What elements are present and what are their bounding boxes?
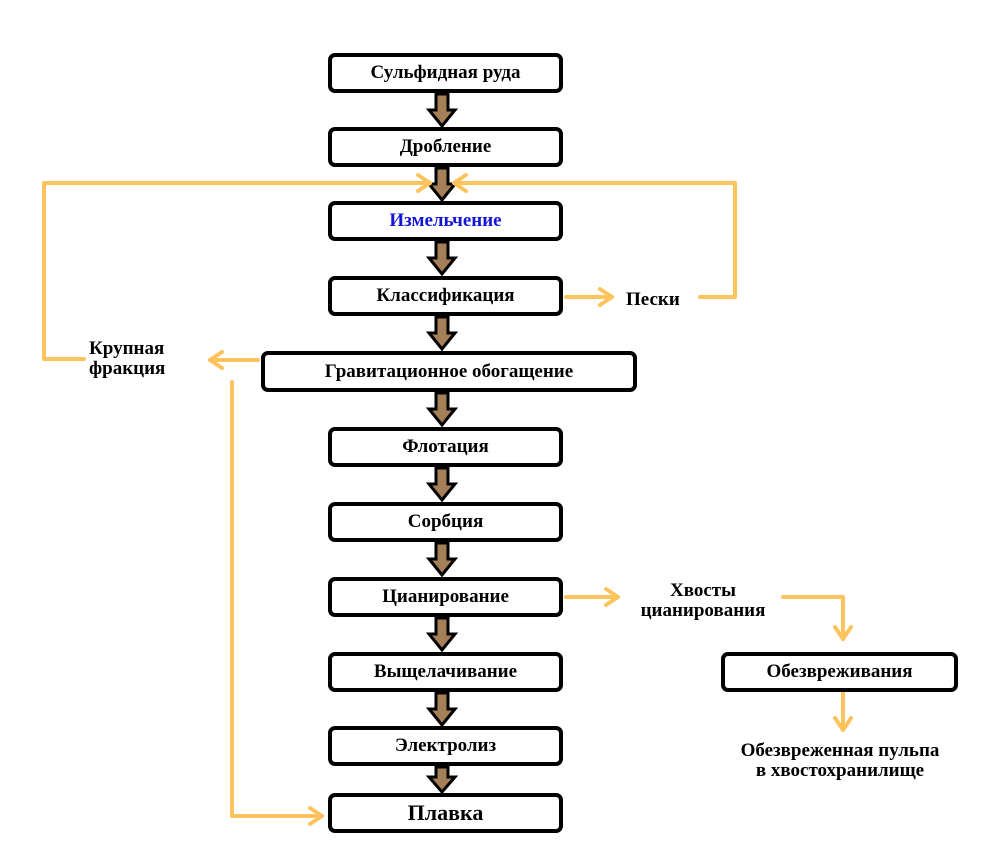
coarse-fraction-line-1: Крупная [89, 338, 165, 359]
stage-neutralization: Обезвреживания [721, 652, 958, 692]
stage-leaching-label: Выщелачивание [373, 661, 518, 682]
sands-label: Пески [626, 289, 680, 310]
sands-return-head [452, 173, 468, 193]
to-tails-head [604, 587, 620, 607]
stage-flotation: Флотация [328, 427, 563, 467]
stage-grinding: Измельчение [328, 201, 563, 241]
down-arrow-4 [425, 315, 459, 352]
down-arrow-1 [425, 92, 459, 129]
stage-leaching: Выщелачивание [328, 652, 563, 692]
neutralization-to-pulp-head [833, 716, 853, 732]
side-flows [42, 173, 853, 826]
tails-to-neutralization-line [781, 595, 845, 641]
sands-return-line [452, 181, 737, 299]
coarse-return-line [42, 181, 432, 361]
coarse-return-head [416, 173, 432, 193]
cyanidation-tails-label: Хвосты цианирования [622, 581, 784, 621]
down-arrow-2 [425, 166, 459, 203]
stage-electrolysis-label: Электролиз [394, 735, 497, 756]
down-arrow-7 [425, 541, 459, 578]
stage-sorption-label: Сорбция [407, 511, 484, 532]
down-arrow-5 [425, 391, 459, 428]
coarse-fraction-line-2: фракция [89, 358, 166, 379]
bypass-to-smelting-head [308, 806, 324, 826]
stage-sorption: Сорбция [328, 502, 563, 542]
stage-smelting: Плавка [328, 793, 563, 833]
bypass-to-smelting-line [230, 380, 324, 818]
tails-to-neutralization-head [833, 625, 853, 641]
stage-cyanidation-label: Цианирование [382, 586, 509, 607]
cyanidation-tails-line-2: цианирования [640, 600, 766, 621]
stage-crushing-label: Дробление [399, 136, 492, 157]
coarse-fraction-label: Крупная фракция [89, 339, 165, 379]
cyanidation-tails-line-1: Хвосты [670, 580, 736, 601]
down-arrow-6 [425, 466, 459, 503]
stage-sulfide-ore: Сульфидная руда [328, 53, 563, 93]
to-sands-head [598, 287, 614, 307]
stage-cyanidation: Цианирование [328, 577, 563, 617]
stage-grinding-label: Измельчение [389, 210, 502, 231]
main-flow-arrows [425, 92, 459, 795]
down-arrow-10 [425, 765, 459, 795]
stage-classification-label: Классификация [376, 285, 515, 306]
down-arrow-3 [425, 240, 459, 277]
stage-neutralization-label: Обезвреживания [766, 661, 913, 682]
down-arrow-8 [425, 616, 459, 653]
stage-classification: Классификация [328, 276, 563, 316]
stage-gravity-concentration-label: Гравитационное обогащение [324, 360, 574, 382]
stage-flotation-label: Флотация [402, 436, 489, 457]
down-arrow-9 [425, 691, 459, 728]
stage-electrolysis: Электролиз [328, 726, 563, 766]
stage-gravity-concentration: Гравитационное обогащение [261, 351, 637, 392]
to-coarse-head [208, 350, 224, 370]
neutralized-pulp-line-2: в хвостохранилище [755, 760, 925, 781]
neutralized-pulp-line-1: Обезвреженная пульпа [740, 740, 940, 761]
stage-sulfide-ore-label: Сульфидная руда [370, 62, 521, 83]
stage-crushing: Дробление [328, 127, 563, 167]
stage-smelting-label: Плавка [407, 800, 484, 825]
neutralized-pulp-label: Обезвреженная пульпа в хвостохранилище [722, 741, 958, 781]
